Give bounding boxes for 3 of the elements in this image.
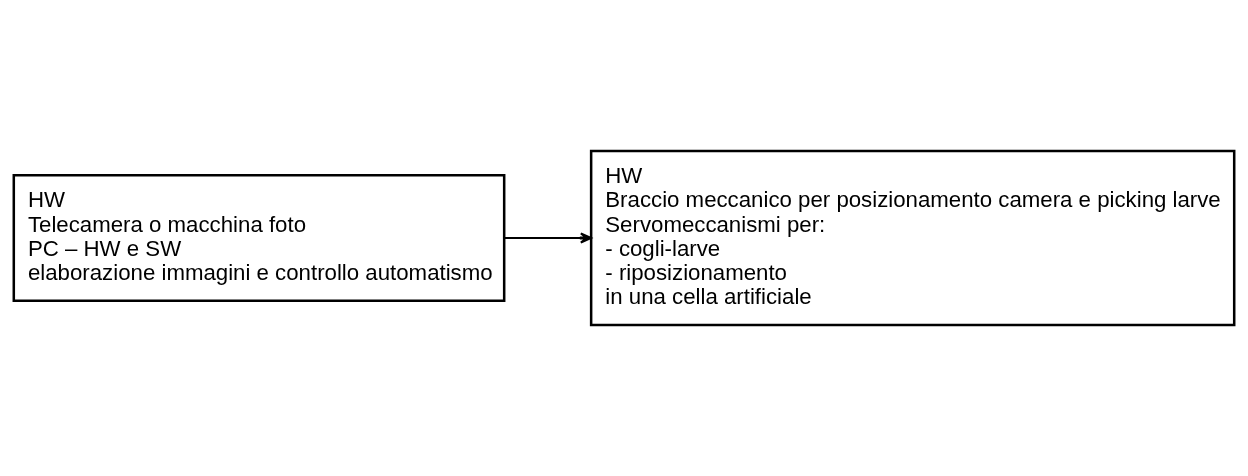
- arrow: [504, 232, 592, 244]
- node-box: HW Braccio meccanico per posizionamento camera e picking larve Servomeccanismi per: - cogli-larve - riposizionamento in una cella artificiale: [589, 149, 1236, 327]
- node-box: HW Telecamera o macchina foto PC – HW e SW elaborazione immagini e controllo automatismo: [12, 174, 506, 302]
